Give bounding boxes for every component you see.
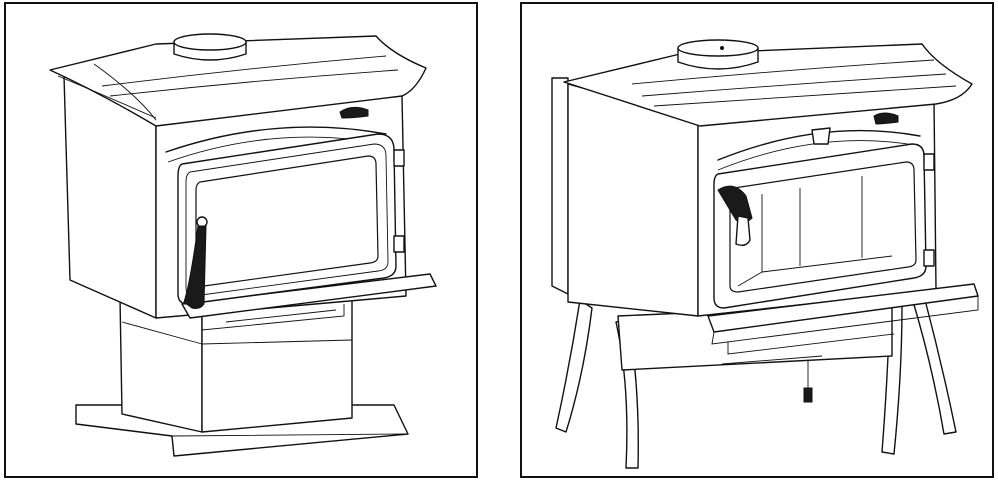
panel-pedestal-stove bbox=[4, 2, 478, 478]
stove-door bbox=[713, 143, 935, 309]
air-control-handle-icon bbox=[873, 112, 899, 125]
door-latch-block bbox=[811, 127, 831, 145]
upper-hinge bbox=[393, 149, 405, 167]
door-glass bbox=[195, 155, 379, 287]
lower-hinge bbox=[393, 235, 405, 253]
door-handle-icon bbox=[717, 185, 753, 247]
ash-pan-valve-icon bbox=[803, 387, 813, 403]
stove-top-plate bbox=[563, 43, 973, 127]
air-control-handle-icon bbox=[339, 106, 369, 119]
pedestal-stove-drawing bbox=[49, 33, 437, 457]
door-handle-icon bbox=[183, 216, 208, 309]
pedestal-column bbox=[119, 297, 353, 433]
flue-collar bbox=[677, 39, 759, 70]
stove-top-plate bbox=[49, 35, 427, 127]
flue-screw-icon bbox=[720, 46, 724, 50]
stove-legs bbox=[555, 295, 957, 469]
flue-collar bbox=[173, 33, 247, 61]
lower-hinge bbox=[923, 249, 935, 267]
leg-stove-drawing bbox=[551, 39, 979, 469]
stove-door bbox=[177, 133, 405, 305]
upper-hinge bbox=[923, 153, 935, 171]
panel-leg-stove bbox=[520, 2, 994, 478]
